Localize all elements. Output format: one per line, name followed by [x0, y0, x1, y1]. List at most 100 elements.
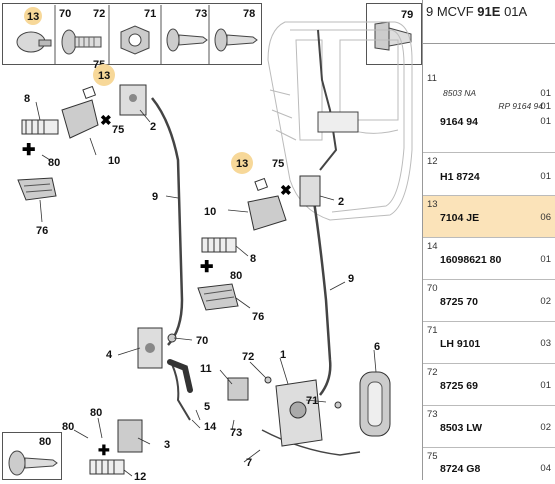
row-qty: 01: [540, 101, 551, 112]
parts-row-75[interactable]: 75 8724 G8 04: [423, 448, 555, 480]
header-prefix: 9 MCVF: [426, 4, 474, 19]
svg-text:✖: ✖: [100, 112, 112, 128]
hinge-11: [227, 377, 249, 401]
callout-75: 75: [112, 124, 124, 136]
callout-76b: 76: [252, 311, 264, 323]
row-qty: 02: [540, 422, 551, 433]
lower-bracket-3: [117, 419, 143, 453]
callout-80: 80: [48, 157, 60, 169]
callout-70: 70: [196, 335, 208, 347]
bracket-12: [89, 459, 125, 475]
row-qty: 01: [540, 88, 551, 99]
svg-text:✖: ✖: [280, 182, 292, 198]
row-index: 73: [427, 409, 438, 420]
parts-list-panel: 9 MCVF 91E 01A 11 8503 NA RP 9164 94 916…: [422, 0, 555, 480]
header-suffix: 01A: [504, 4, 528, 19]
callout-4: 4: [106, 349, 113, 361]
thumb-79-label: 79: [401, 9, 413, 21]
thumb-13-highlight: [24, 7, 42, 25]
row-ref: 8503 LW: [440, 422, 483, 434]
row-note-rp: RP 9164 94: [498, 101, 543, 111]
parts-row-72[interactable]: 72 8725 69 01: [423, 364, 555, 406]
callout-8: 8: [24, 93, 30, 105]
callout-72: 72: [242, 351, 254, 363]
row-index: 14: [427, 241, 438, 252]
thumb-80-label: 80: [39, 436, 51, 448]
thumb-13-label: 13: [27, 11, 39, 23]
parts-row-11[interactable]: 11 8503 NA RP 9164 94 9164 94 01 01 01: [423, 70, 555, 153]
parts-row-12[interactable]: 12 H1 8724 01: [423, 153, 555, 196]
callout-3: 3: [164, 439, 170, 451]
row-qty: 01: [540, 171, 551, 182]
parts-row-70[interactable]: 70 8725 70 02: [423, 280, 555, 322]
clip-79-icon: 79: [374, 9, 413, 51]
thumb-71-label: 71: [144, 8, 156, 20]
guide-10-left: [61, 99, 99, 139]
exploded-parts-diagram: 13 70 72 75 71 73 7 8: [2, 3, 422, 483]
panel-header: 9 MCVF 91E 01A: [423, 0, 555, 44]
svg-text:✚: ✚: [200, 259, 213, 276]
callout-14: 14: [204, 421, 217, 433]
svg-text:✚: ✚: [98, 442, 110, 458]
row-index: 71: [427, 325, 438, 336]
row-index: 12: [427, 156, 438, 167]
parts-row-14[interactable]: 14 16098621 80 01: [423, 238, 555, 280]
door-mechanism-drawing: ✚ ✖ ✚ ✖ ✚: [17, 21, 413, 483]
callout-5: 5: [204, 401, 210, 413]
svg-text:✚: ✚: [22, 142, 35, 159]
guide-10-right: [247, 195, 287, 231]
row-ref: 16098621 80: [440, 254, 502, 266]
callout-9b: 9: [348, 273, 354, 285]
callout-12: 12: [134, 471, 146, 483]
row-index: 75: [427, 451, 438, 462]
row-index: 72: [427, 367, 438, 378]
callout-80b: 80: [230, 270, 242, 282]
cable-7: [261, 429, 361, 456]
row-ref: 8725 69: [440, 380, 478, 392]
callout-75b: 75: [272, 158, 284, 170]
callout-11: 11: [200, 363, 212, 375]
row-qty: 01: [540, 380, 551, 391]
callout-6: 6: [374, 341, 380, 353]
screw-80-icon: 80: [8, 436, 58, 476]
callout-73: 73: [230, 427, 242, 439]
callout-7: 7: [246, 457, 252, 469]
row-ref: H1 8724: [440, 171, 480, 183]
row-qty: 01: [540, 116, 551, 127]
row-qty: 03: [540, 338, 551, 349]
parts-row-71[interactable]: 71 LH 9101 03: [423, 322, 555, 364]
fastener-thumbnail-strip: 13 70 72 75 71 73 78: [2, 3, 262, 71]
parts-row-73[interactable]: 73 8503 LW 02: [423, 406, 555, 448]
callout-13: 13: [98, 70, 110, 82]
row-ref: LH 9101: [440, 338, 481, 350]
callout-10b: 10: [204, 206, 216, 218]
row-ref: 7104 JE: [440, 212, 480, 224]
bracket-8-left: [21, 119, 59, 135]
row-ref: 8724 G8: [440, 463, 481, 475]
row-qty: 01: [540, 254, 551, 265]
callout-71: 71: [306, 395, 318, 407]
bracket-8-right: [201, 237, 237, 253]
row-ref: 8725 70: [440, 296, 478, 308]
inner-door-rod: [317, 29, 338, 171]
header-bold: 91E: [477, 4, 501, 19]
thumb-73-label: 73: [195, 8, 207, 20]
row-qty: 06: [540, 212, 551, 223]
callout-76: 76: [36, 225, 48, 237]
thumb-70-label: 70: [59, 8, 71, 20]
row-qty: 02: [540, 296, 551, 307]
row-note: 8503 NA: [443, 88, 477, 98]
callout-80d: 80: [62, 421, 74, 433]
callout-80c: 80: [90, 407, 102, 419]
thumb-80-box: 80: [2, 432, 62, 480]
thumb-72-label: 72: [93, 8, 105, 20]
callout-13b: 13: [236, 158, 248, 170]
callout-10: 10: [108, 155, 120, 167]
parts-row-13-selected[interactable]: 13 7104 JE 06: [423, 196, 555, 238]
row-qty: 04: [540, 463, 551, 474]
callout-2: 2: [150, 121, 156, 133]
callout-2b: 2: [338, 196, 344, 208]
cable-9-right: [311, 194, 332, 396]
row-index: 70: [427, 283, 438, 294]
row-ref: 9164 94: [440, 116, 478, 128]
